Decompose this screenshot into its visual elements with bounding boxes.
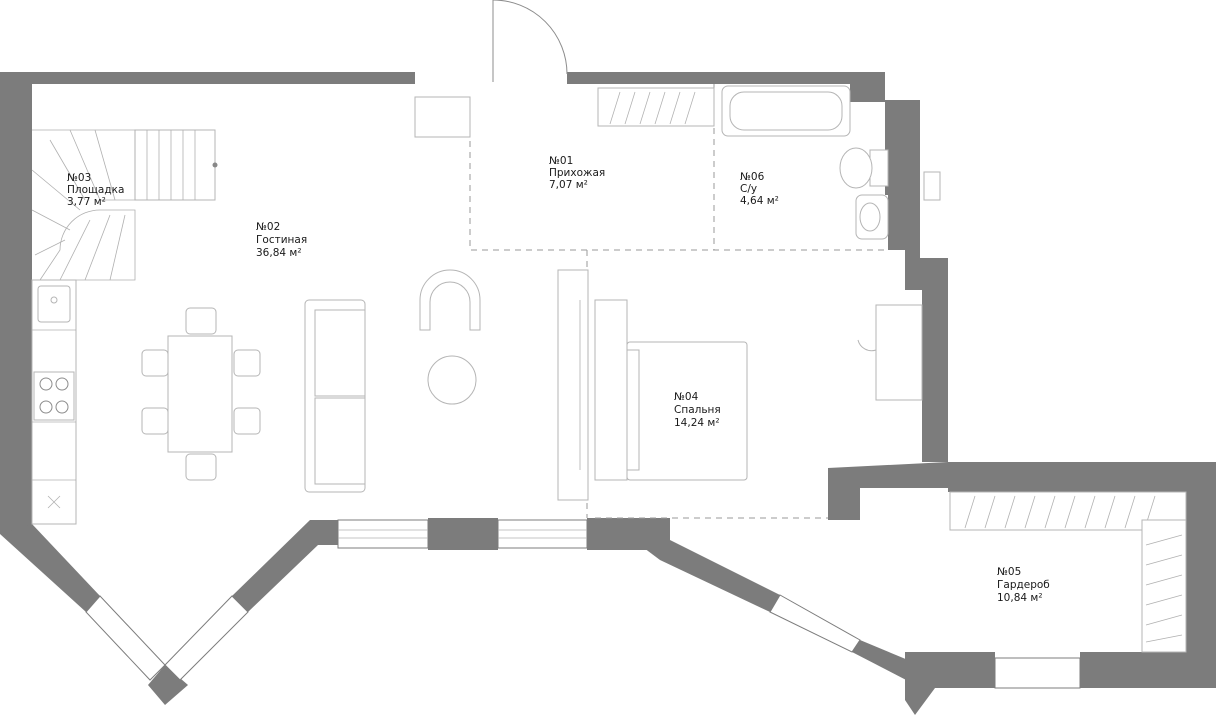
chair-left-2 — [141, 407, 169, 435]
coffee-table — [427, 355, 477, 405]
wall-bottom-right-corner — [905, 652, 995, 715]
wall-top-right — [567, 72, 885, 84]
room-area: 4,64 м² — [740, 195, 779, 207]
sink — [37, 285, 71, 323]
room-label-04: №04 Спальня 14,24 м² — [674, 391, 721, 429]
room-number: №03 — [67, 172, 91, 184]
hall-wardrobe — [597, 87, 715, 127]
wall-top-left — [0, 72, 415, 84]
wall-wardrobe-right — [1186, 462, 1216, 688]
room-label-01: №01 Прихожая 7,07 м² — [549, 155, 605, 191]
windows — [85, 519, 1081, 689]
wall-lower-left-diagonal — [0, 524, 100, 612]
window-bottom-1 — [337, 519, 429, 549]
sink-drain — [50, 296, 58, 304]
room-area: 14,24 м² — [674, 417, 720, 429]
chair-right-2 — [233, 407, 261, 435]
room-area: 36,84 м² — [256, 247, 302, 259]
room-area: 3,77 м² — [67, 196, 106, 208]
wall-lower-left-diagonal-2 — [232, 520, 338, 612]
room-area: 7,07 м² — [549, 179, 588, 191]
bathtub — [721, 85, 851, 137]
cooktop — [33, 371, 75, 421]
bed — [594, 299, 748, 481]
wall-lower-right-diagonal-2 — [852, 640, 920, 682]
toilet — [839, 147, 889, 189]
chair-top — [185, 307, 217, 335]
room-name: Площадка — [67, 184, 124, 196]
entry-cabinet — [414, 96, 471, 138]
room-number: №02 — [256, 221, 280, 233]
room-label-02: №02 Гостиная 36,84 м² — [256, 221, 307, 259]
dining-table — [141, 307, 261, 481]
window-bottom-2 — [497, 519, 588, 549]
window-bay-left — [85, 595, 166, 681]
window-lower-right — [769, 594, 861, 653]
room-name: Гардероб — [997, 579, 1050, 591]
wall-right-step-1 — [850, 72, 885, 102]
wall-left — [0, 72, 32, 534]
chair-bottom — [185, 453, 217, 481]
staircase — [31, 129, 218, 281]
room-area: 10,84 м² — [997, 592, 1043, 604]
kitchen-counter — [31, 279, 77, 525]
room-name: С/у — [740, 183, 757, 195]
window-wardrobe — [994, 657, 1081, 689]
tv-unit — [557, 269, 589, 501]
sofa — [304, 299, 366, 493]
armchair — [419, 269, 481, 331]
wall-bottom-point — [148, 665, 188, 705]
room-number: №05 — [997, 566, 1021, 578]
chair-left-1 — [141, 349, 169, 377]
window-bay-right — [164, 595, 249, 681]
wall-bedroom-corner — [828, 462, 948, 520]
wall-lower-right-diagonal — [640, 540, 780, 612]
wall-bottom-mid — [428, 518, 498, 550]
room-label-05: №05 Гардероб 10,84 м² — [997, 566, 1050, 604]
bedroom-desk — [857, 304, 923, 401]
room-number: №01 — [549, 155, 573, 167]
wall-wardrobe-top — [948, 462, 1216, 492]
entry-door — [492, 0, 568, 82]
wall-right-upper — [885, 100, 948, 462]
room-label-06: №06 С/у 4,64 м² — [740, 171, 779, 207]
radiator-bath — [923, 171, 941, 201]
room-name: Спальня — [674, 404, 721, 416]
room-number: №06 — [740, 171, 765, 183]
walls — [0, 72, 1216, 715]
room-label-03: №03 Площадка 3,77 м² — [67, 172, 124, 208]
room-number: №04 — [674, 391, 699, 403]
washbasin — [855, 194, 889, 240]
walk-in-closet-shelves — [949, 491, 1187, 653]
stair-handrail-end — [212, 162, 218, 168]
room-name: Гостиная — [256, 234, 307, 246]
room-name: Прихожая — [549, 167, 605, 179]
chair-right-1 — [233, 349, 261, 377]
